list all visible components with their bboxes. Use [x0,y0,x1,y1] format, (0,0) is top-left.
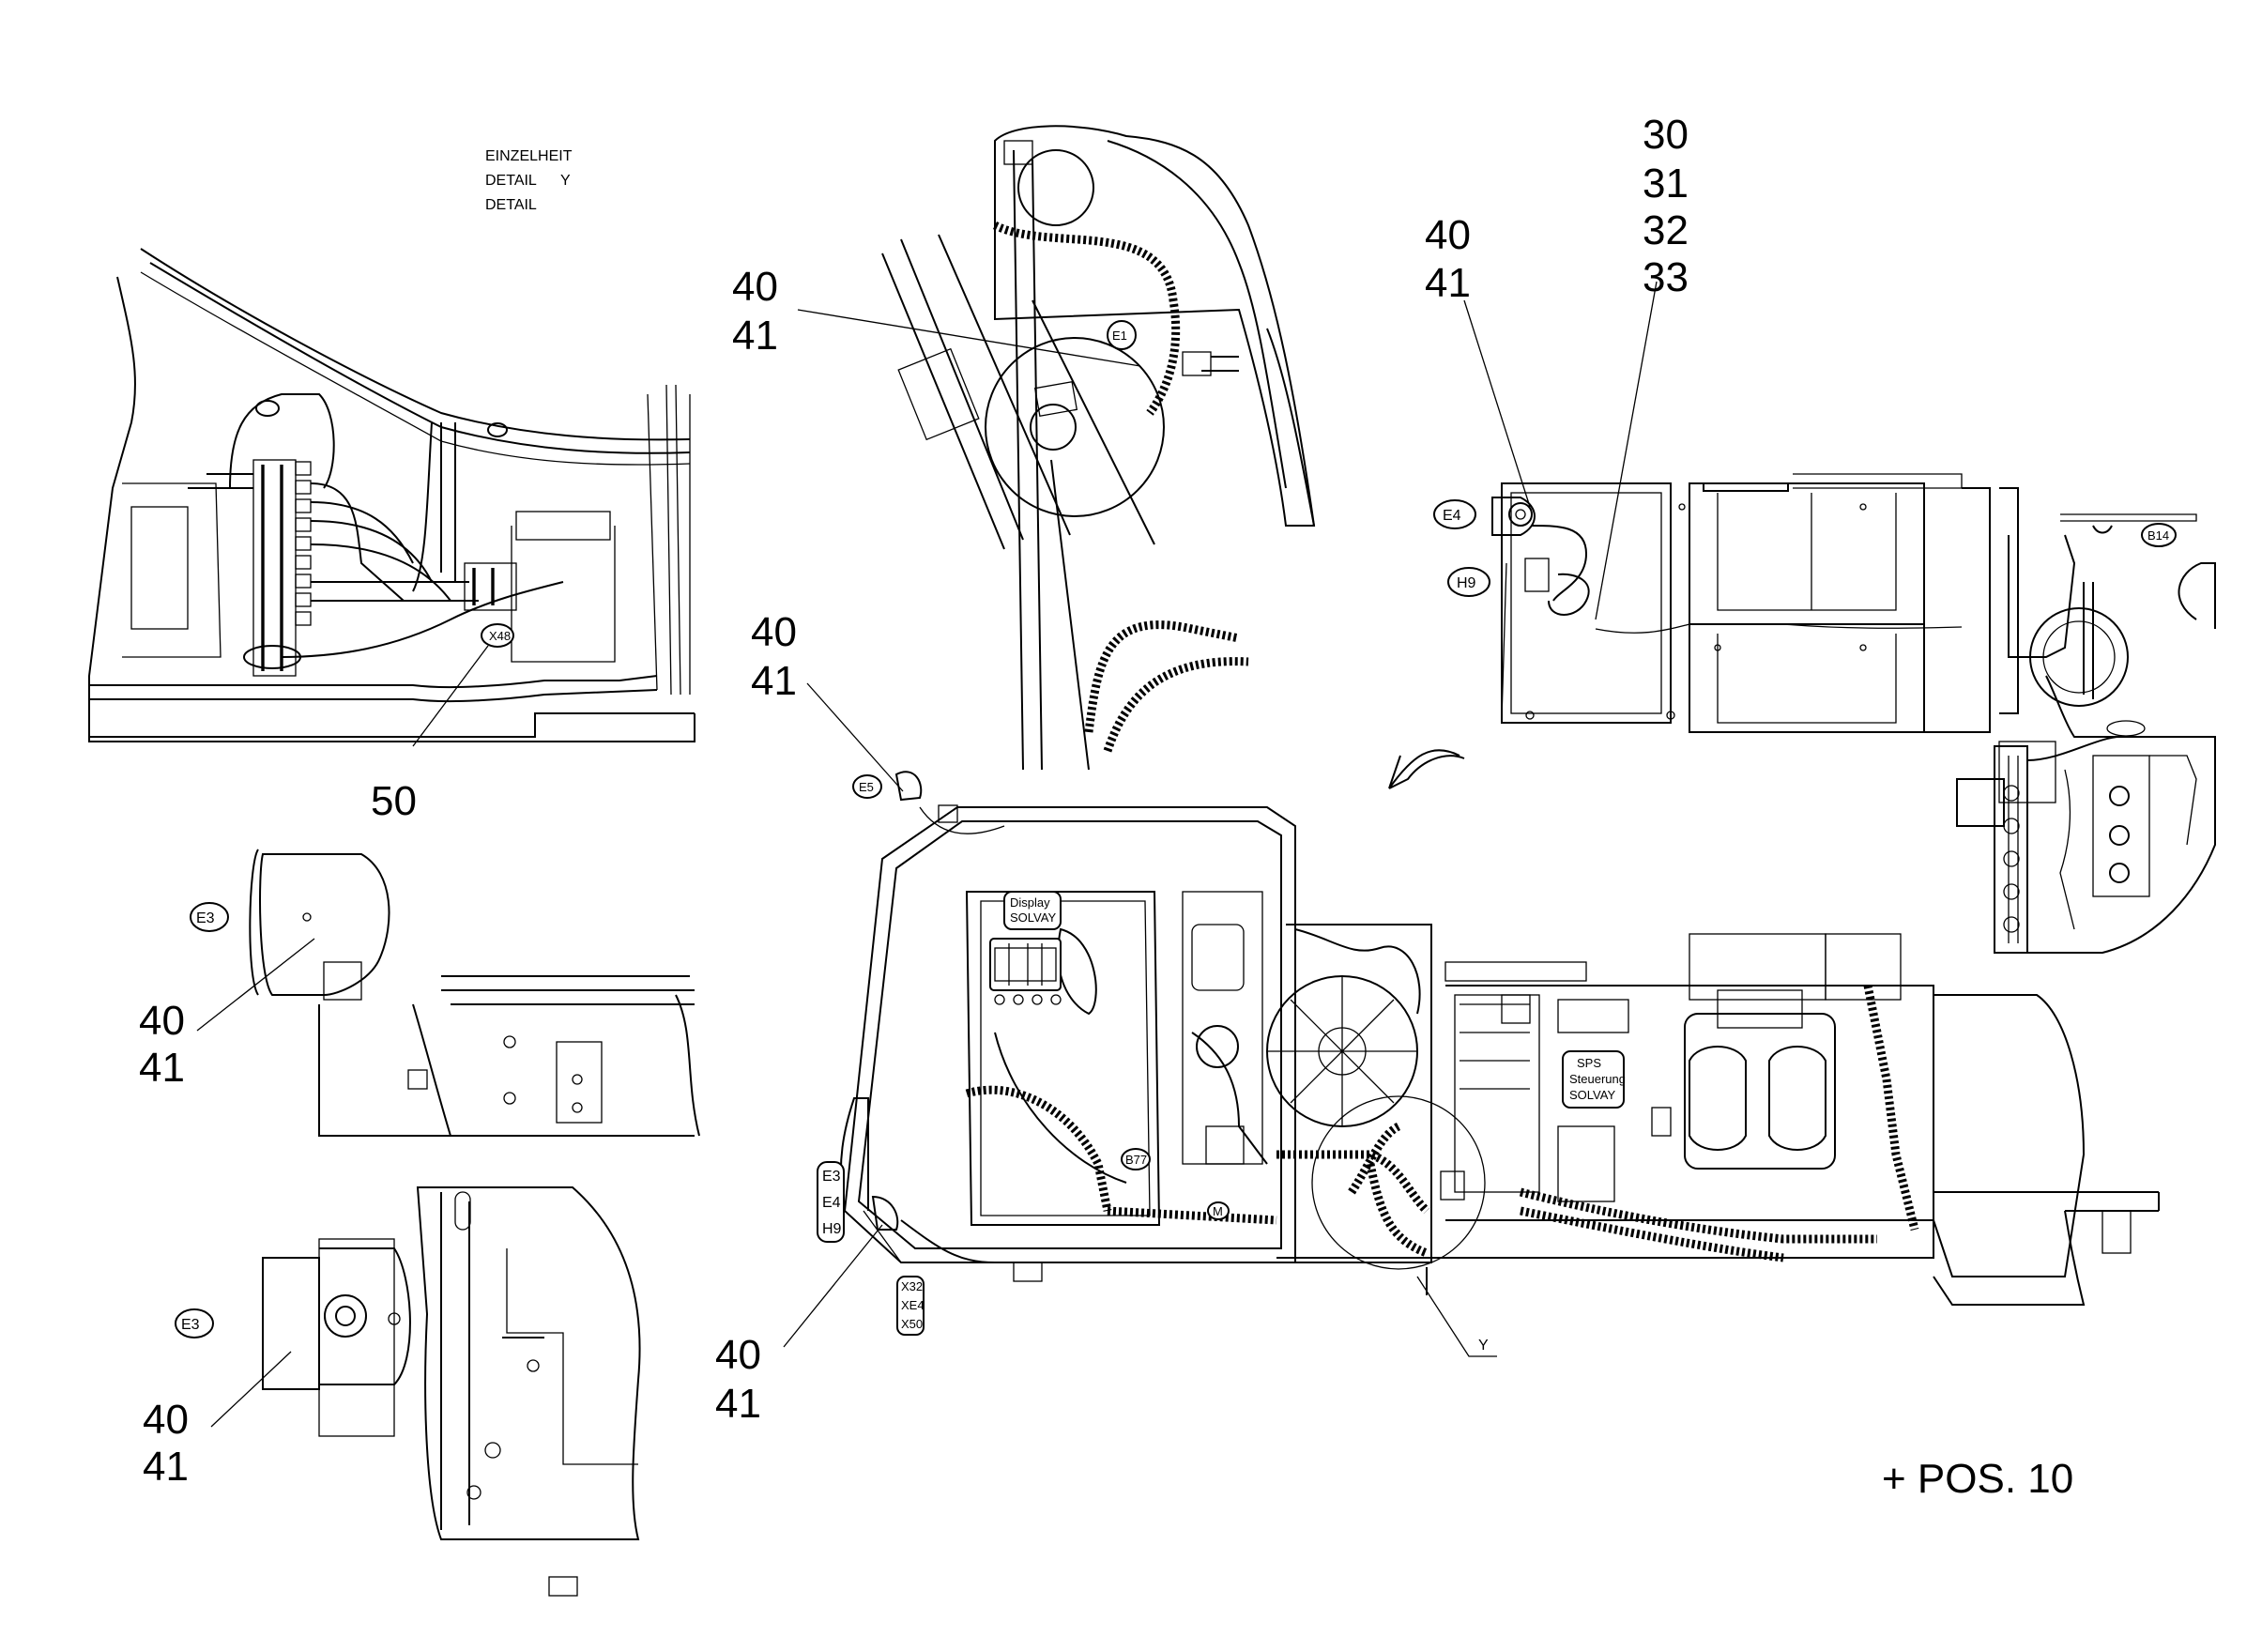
e3-lamp-front-view: E3 40 41 [143,1186,641,1597]
display-solvay-label: SOLVAY [1010,910,1056,925]
stack-x32-ref: X32 [901,1279,923,1293]
h9-ref: H9 [1457,575,1476,591]
stack-xe4-ref: XE4 [901,1298,925,1312]
sps-steuerung-label: Steuerung [1569,1072,1626,1086]
b77-ref: B77 [1125,1153,1147,1167]
e3-lamp-side-view: E3 40 41 [139,849,700,1137]
detail-y-callout: Y [1478,1338,1489,1354]
callout-32: 32 [1643,207,1689,253]
display-label: Display [1010,895,1050,910]
e4-h9-inset: E4 H9 40 41 30 31 32 33 B14 [1425,112,2216,954]
cab-side-lamp-stack: E3 E4 H9 40 41 X32 XE4 X50 [715,1161,925,1427]
detail-y-marker: Y [1311,1095,1497,1357]
e3-ref-side: E3 [196,910,215,926]
callout-40-e5: 40 [751,609,797,655]
sps-controller-label: SPS Steuerung SOLVAY [1562,1050,1626,1109]
callout-40-cab-side: 40 [715,1332,761,1378]
callout-30: 30 [1643,112,1689,158]
callout-41-e4: 41 [1425,260,1471,306]
e5-ref: E5 [859,780,874,794]
callout-40-e3-front: 40 [143,1397,189,1443]
engine-compartment: SPS Steuerung SOLVAY [1266,924,2160,1306]
stack-e3-ref: E3 [822,1169,841,1185]
detail-heading-line1: EINZELHEIT [485,148,573,164]
detail-heading-line3: DETAIL [485,197,537,213]
stack-h9-ref: H9 [822,1221,842,1237]
callout-40-e3-side: 40 [139,998,185,1044]
callout-31: 31 [1643,161,1689,206]
pos-10-note: + POS. 10 [1882,1456,2073,1502]
e3-ref-front: E3 [181,1317,200,1333]
callout-41-e5: 41 [751,658,797,704]
e5-lamp: E5 40 41 [751,609,1005,834]
display-panel-label: Display SOLVAY [1003,891,1062,930]
cab-body: Display SOLVAY B77 M [839,806,1296,1282]
x48-ref: X48 [489,629,511,643]
callout-41-cab-side: 41 [715,1381,761,1427]
rotation-arrow [1388,749,1465,789]
detail-heading-line2: DETAIL [485,173,537,189]
e1-ref: E1 [1112,329,1127,343]
sps-solvay-label: SOLVAY [1569,1088,1615,1102]
terminal-strip [252,459,312,677]
stack-e4-ref: E4 [822,1195,841,1211]
detail-heading-letter: Y [560,173,571,189]
callout-41-e3-side: 41 [139,1045,185,1091]
detail-y-inset: EINZELHEIT DETAIL Y DETAIL [88,148,695,824]
m-ref: M [1213,1204,1223,1218]
e4-ref: E4 [1443,508,1461,524]
callout-40-boom: 40 [732,264,778,310]
callout-40-e4: 40 [1425,212,1471,258]
callout-41-boom: 41 [732,313,778,359]
callout-33: 33 [1643,254,1689,300]
callout-41-e3-front: 41 [143,1444,189,1490]
boom-arm: E1 40 41 [732,125,1316,771]
stack-x50-ref: X50 [901,1317,923,1331]
sps-label: SPS [1577,1056,1601,1070]
b14-ref: B14 [2147,528,2169,543]
callout-50: 50 [371,778,417,824]
